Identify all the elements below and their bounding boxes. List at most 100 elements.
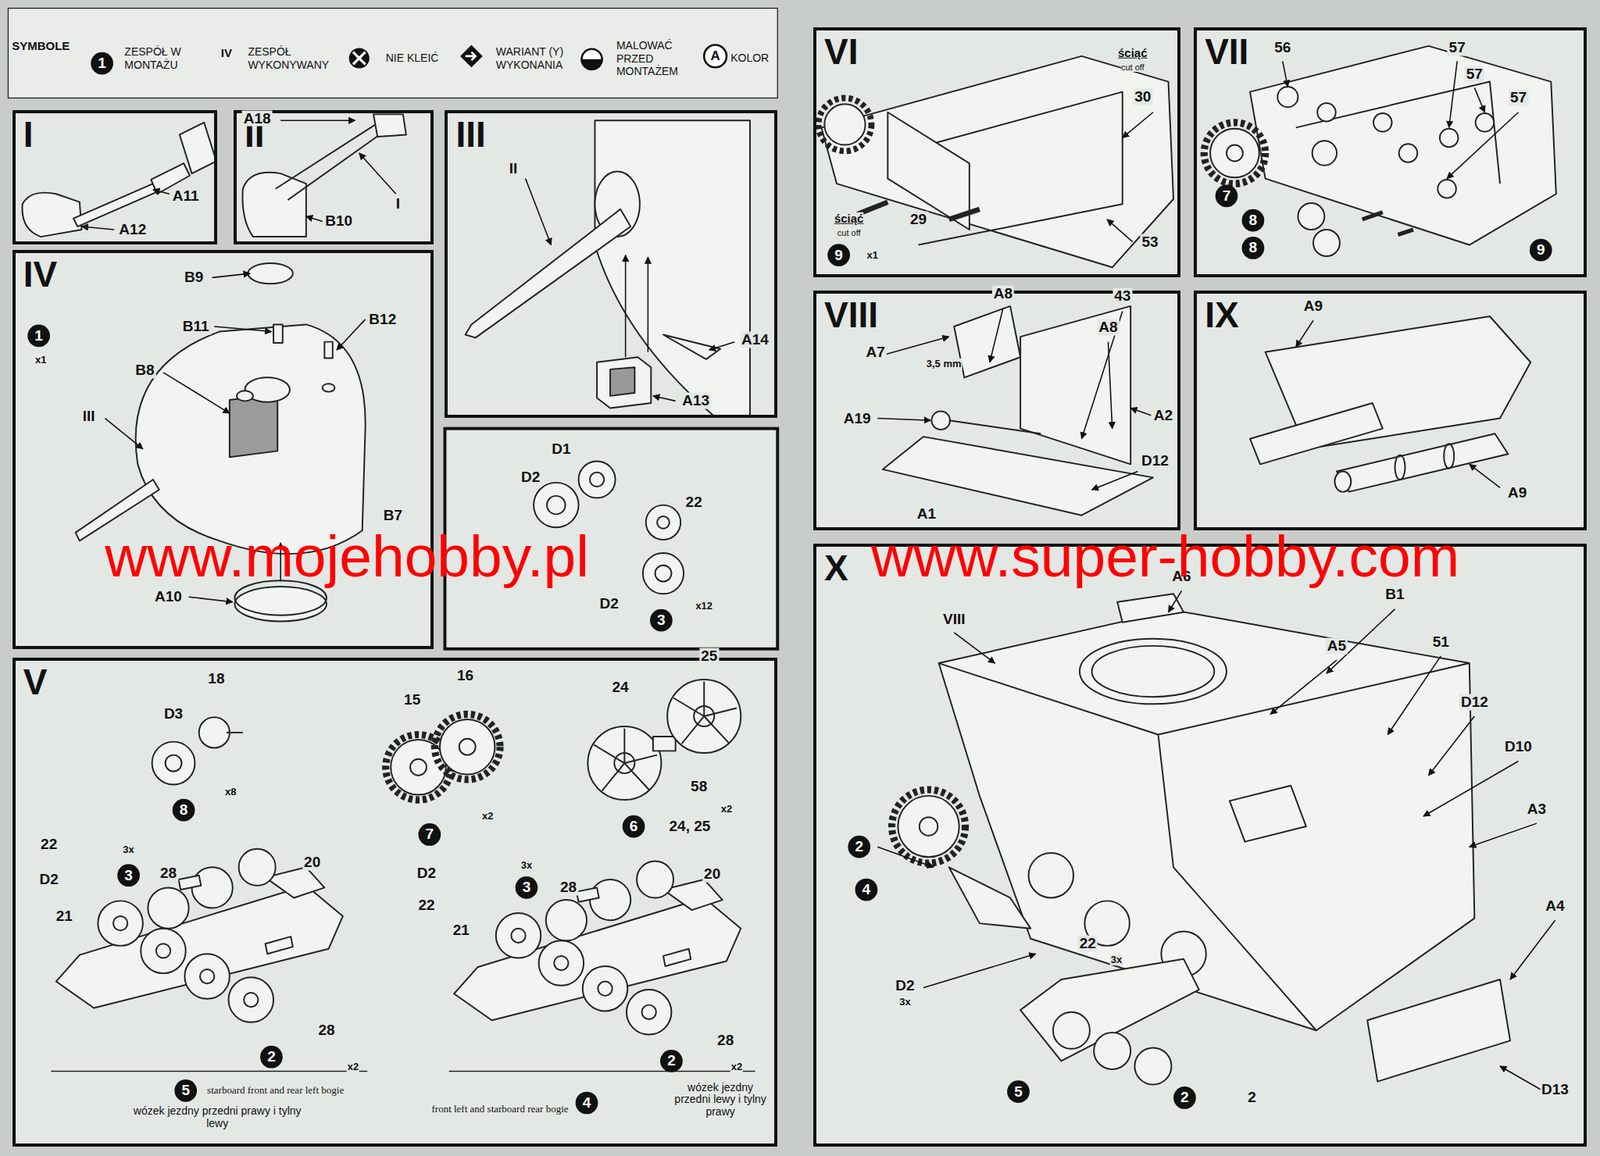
illustration-part: [939, 663, 1470, 1031]
step-number: I: [23, 114, 34, 155]
callout-number: 8: [1249, 212, 1258, 229]
illustration-part: [953, 632, 995, 664]
callout-circle: [515, 876, 539, 900]
part-label: A9: [1506, 484, 1529, 501]
illustration-part: [1053, 1012, 1090, 1050]
illustration-part: [1469, 823, 1537, 847]
callout-number: 5: [1014, 1083, 1023, 1100]
part-label: 22: [416, 896, 436, 914]
part-label: 24: [610, 679, 631, 697]
illustration-part: [1312, 140, 1337, 165]
illustration-part: [163, 372, 230, 414]
illustration-part: [234, 586, 327, 622]
callout-number: 2: [1180, 1089, 1190, 1107]
part-label: B10: [323, 213, 354, 230]
caption-text: wózek jezdny przedni prawy i tylny lewy: [127, 1105, 308, 1130]
part-label: A19: [842, 410, 873, 427]
illustration-part: [1296, 82, 1500, 185]
illustration-part: [81, 60, 1555, 1090]
illustration-part: [818, 97, 872, 151]
illustration-part: [56, 849, 343, 1023]
callout-number: 2: [854, 839, 864, 856]
callout-number: 3: [522, 879, 532, 897]
illustration-part: [1387, 656, 1441, 736]
part-label: A12: [117, 221, 148, 238]
part-label: 58: [689, 778, 709, 796]
illustration-part: [1193, 27, 1587, 278]
part-label: A7: [864, 343, 886, 361]
illustration-part: [444, 110, 778, 418]
legend-text: KOLOR: [730, 51, 775, 65]
illustration-part: [410, 759, 427, 776]
part-label: x2: [346, 1061, 360, 1073]
illustration-part: [280, 119, 355, 122]
part-label: D2: [415, 865, 438, 883]
illustration-part: [657, 516, 670, 529]
illustration-part: [156, 943, 171, 958]
illustration-part: [1134, 1047, 1172, 1085]
callout-circle: [650, 609, 673, 633]
part-label: B9: [182, 269, 205, 286]
watermark: www.mojehobby.pl: [104, 524, 590, 590]
illustration-part: [21, 192, 82, 237]
illustration-part: [655, 565, 672, 583]
illustration-part: [1428, 716, 1475, 776]
step-panel: III: [444, 110, 778, 418]
part-label: D1: [550, 440, 572, 458]
illustration-part: [184, 953, 229, 999]
illustration-part: [242, 172, 306, 237]
illustration-part: [576, 887, 600, 902]
part-label: 15: [402, 692, 422, 709]
illustration-part: [887, 112, 969, 230]
callout-circle: [855, 878, 879, 902]
part-label: cut off: [837, 228, 861, 238]
illustration-part: [596, 357, 651, 408]
illustration-part: [200, 969, 215, 984]
illustration-part: [1313, 229, 1340, 257]
illustration-part: [1107, 219, 1133, 243]
part-label: 25: [699, 647, 719, 665]
callout-circle: [1215, 184, 1239, 208]
part-label: x1: [34, 354, 47, 366]
step-panel: V: [12, 657, 779, 1147]
illustration-part: [465, 209, 632, 339]
callout-number: 7: [1222, 187, 1232, 204]
illustration-part: [593, 728, 658, 792]
illustration-part: [587, 726, 661, 800]
part-label: 28: [558, 879, 579, 897]
illustration-part: [1193, 290, 1587, 531]
illustration-part: [892, 789, 966, 864]
illustration-part: [1317, 103, 1336, 122]
part-label: A1: [915, 506, 938, 523]
part-label: 24, 25: [667, 818, 713, 836]
part-label: SYMBOLE: [11, 39, 70, 54]
illustration-part: [228, 977, 274, 1022]
illustration-part: [1439, 128, 1459, 148]
illustration-part: [589, 879, 631, 921]
callout-circle: [1242, 209, 1265, 233]
step-number: VI: [824, 32, 858, 72]
callout-circle: [418, 823, 442, 847]
illustration-part: [229, 393, 278, 458]
illustration-part: [1250, 403, 1383, 465]
illustration-part: [667, 679, 741, 754]
illustration-part: [496, 913, 541, 958]
callout-circle: [260, 1046, 283, 1069]
illustration-part: [581, 49, 602, 70]
part-label: 30: [1132, 89, 1153, 106]
illustration-part: [275, 124, 376, 189]
illustration-part: [336, 319, 366, 350]
illustration-part: [97, 900, 143, 946]
illustration-part: [1277, 86, 1298, 108]
illustration-part: [27, 52, 1552, 1115]
illustration-part: [578, 460, 616, 498]
illustration-part: [642, 1005, 657, 1020]
part-label: D13: [1539, 1081, 1571, 1098]
illustration-part: [273, 324, 283, 343]
step-number: III: [455, 114, 486, 155]
illustration-part: [709, 342, 736, 350]
illustration-part: [1203, 122, 1265, 184]
part-label: B1: [1383, 586, 1406, 604]
illustration-part: [953, 306, 1021, 378]
illustration-part: [813, 290, 1181, 531]
